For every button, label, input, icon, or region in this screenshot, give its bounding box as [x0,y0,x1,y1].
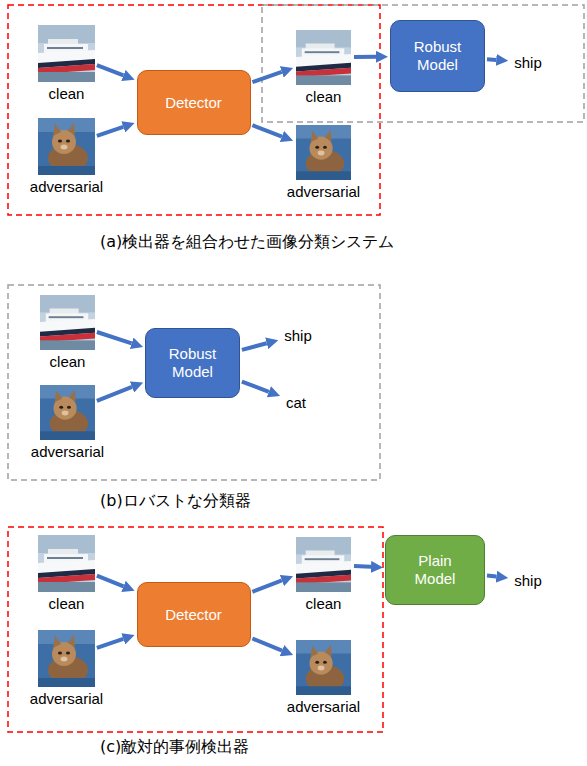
image-node: adversarial [38,118,95,175]
class-label: ship [514,54,542,71]
flow-arrow [487,576,496,577]
flow-arrow [242,382,269,392]
cat-image [38,118,95,175]
detector-region [8,527,383,732]
ship-image [40,295,95,350]
detector-box: Detector [137,70,251,135]
classifier-region [8,285,380,480]
image-node: adversarial [295,640,352,695]
panel-caption: (b)ロバストな分類器 [100,491,251,512]
flow-arrow [487,57,496,62]
image-label: clean [49,85,85,102]
cat-image [40,385,95,440]
flow-arrow [252,580,282,591]
cat-image [296,640,351,695]
flow-arrow [252,638,282,650]
image-node: clean [295,30,352,85]
box-label: Plain Model [400,552,470,588]
image-label: clean [50,353,86,370]
flow-arrow [97,65,124,75]
class-output: ship [510,51,546,74]
ship-image [38,535,95,592]
class-label: ship [284,327,312,344]
flow-arrow [97,576,124,587]
image-label: clean [306,88,342,105]
flow-arrow [97,387,132,401]
flow-arrow [97,639,123,648]
model-box: Robust Model [145,328,240,398]
flow-arrow [252,125,282,136]
image-label: adversarial [30,690,103,707]
image-label: adversarial [30,178,103,195]
model-box: Robust Model [390,20,485,92]
box-label: Robust Model [158,345,228,381]
image-node: adversarial [40,385,95,440]
box-label: Detector [144,94,244,112]
class-output: ship [510,569,546,592]
class-label: cat [286,394,306,411]
class-output: ship [280,324,316,347]
flow-arrow [354,55,376,59]
cat-image [296,125,351,180]
flow-arrow [97,332,132,343]
image-node: adversarial [38,630,95,687]
ship-image [296,30,351,85]
image-label: adversarial [287,183,360,200]
flow-arrow [354,564,371,569]
image-node: adversarial [295,125,352,180]
cat-image [38,630,95,687]
class-output: cat [282,391,310,414]
flow-arrow [97,127,123,136]
classifier-region [262,5,584,122]
box-label: Robust Model [403,38,473,74]
image-node: clean [40,295,95,350]
ship-image [296,537,351,592]
box-label: Detector [144,606,244,624]
image-label: adversarial [31,443,104,460]
image-label: adversarial [287,698,360,715]
ship-image [38,25,95,82]
image-node: clean [295,537,352,592]
image-node: clean [38,25,95,82]
detector-box: Detector [137,582,251,647]
flow-arrow [242,343,267,350]
flow-arrow [252,72,281,82]
image-label: clean [306,595,342,612]
model-box: Plain Model [385,535,485,605]
detector-region [8,5,380,215]
image-node: clean [38,535,95,592]
image-label: clean [49,595,85,612]
class-label: ship [514,572,542,589]
panel-caption: (c)敵対的事例検出器 [100,737,249,758]
panel-caption: (a)検出器を組合わせた画像分類システム [100,232,394,253]
